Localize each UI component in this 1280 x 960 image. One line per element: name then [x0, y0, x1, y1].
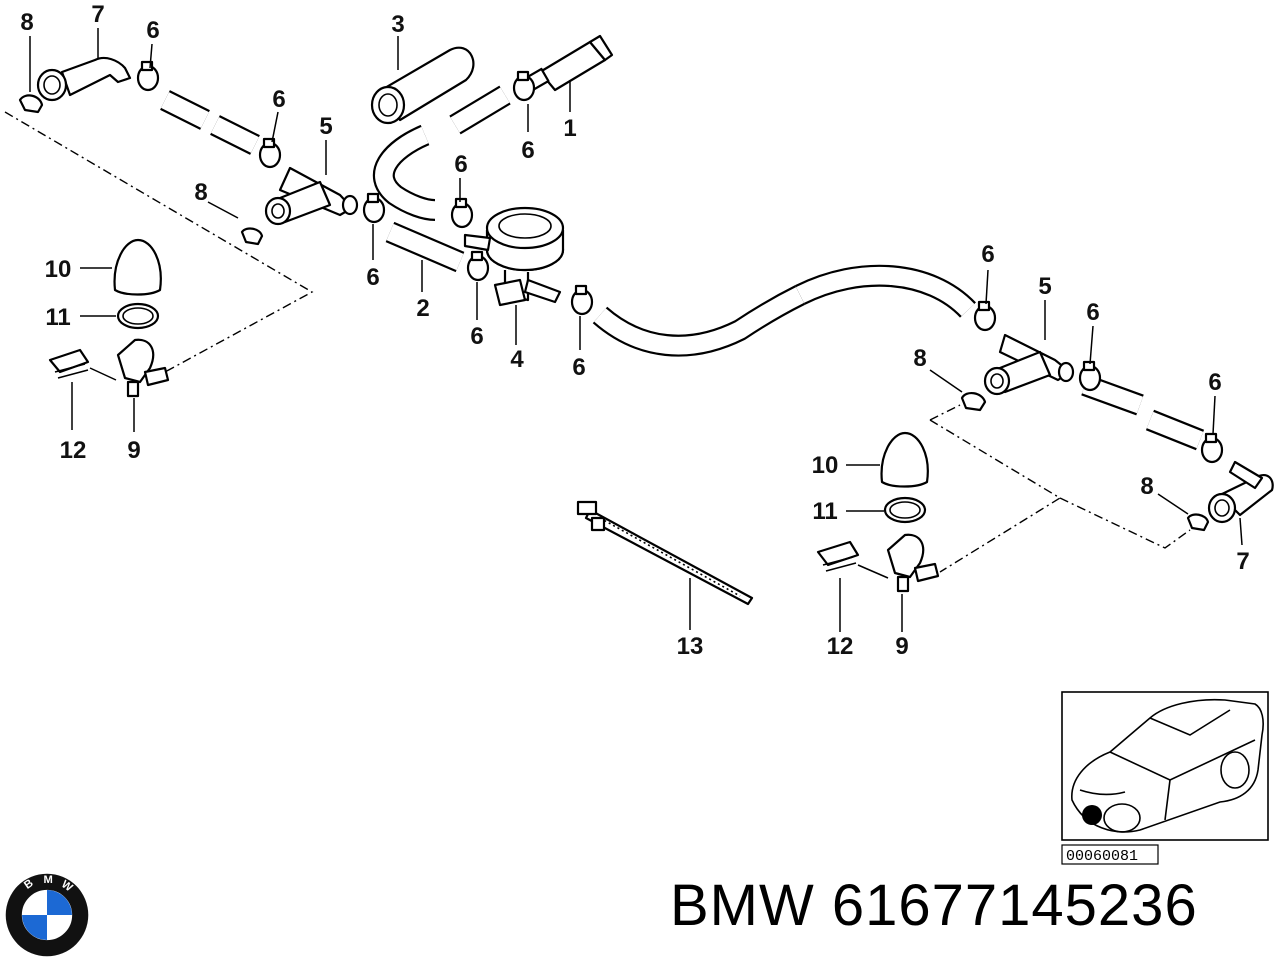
callout-8: 8	[20, 9, 33, 36]
clips-part-8	[18, 94, 1210, 532]
callout-11-left: 11	[45, 304, 70, 331]
callout-9-right: 9	[895, 633, 908, 660]
callout-6: 6	[366, 264, 379, 291]
connector-hose-right	[983, 350, 1052, 396]
callout-7-left: 7	[91, 1, 104, 28]
part-title: BMW 61677145236	[670, 872, 1198, 939]
hose-clamps-part-6	[136, 60, 1224, 464]
callout-2: 2	[416, 295, 429, 322]
diagram-code: 00060081	[1066, 848, 1138, 865]
nozzle-assembly-left	[48, 238, 170, 398]
elbow-part-7-right	[1207, 460, 1274, 524]
nozzle-assembly-right	[816, 431, 940, 593]
callout-8: 8	[1140, 473, 1153, 500]
leader-lines	[29, 28, 1243, 632]
callout-5-left: 5	[319, 113, 332, 140]
callout-numbers: 1 2 3 4 5 5 6 6 6 6 6 6 6 6 6 6 7 7 8 8 …	[20, 1, 1249, 660]
callout-1: 1	[563, 115, 576, 142]
cable-tie-part-13	[576, 500, 754, 606]
callout-6: 6	[470, 323, 483, 350]
svg-text:M: M	[44, 874, 53, 886]
assembly-dashed-lines	[4, 111, 1191, 573]
hose-lines	[160, 85, 1205, 451]
callout-6: 6	[572, 354, 585, 381]
callout-8: 8	[194, 179, 207, 206]
callout-7-right: 7	[1236, 548, 1249, 575]
part-number: 61677145236	[831, 873, 1198, 938]
callout-3: 3	[391, 11, 404, 38]
check-valve-part-4	[463, 206, 565, 307]
elbow-part-7-left	[36, 56, 132, 102]
callout-12-right: 12	[827, 633, 854, 660]
callout-8: 8	[913, 345, 926, 372]
brand-name: BMW	[670, 873, 815, 938]
callout-6: 6	[454, 151, 467, 178]
callout-6: 6	[981, 241, 994, 268]
callout-4: 4	[510, 346, 524, 373]
callout-12-left: 12	[60, 437, 87, 464]
bmw-logo-icon: B M W	[5, 873, 89, 957]
callout-11-right: 11	[812, 498, 837, 525]
callout-6: 6	[1086, 299, 1099, 326]
location-marker	[1082, 805, 1102, 825]
callout-10-left: 10	[45, 256, 72, 283]
protective-sleeve-part-3	[370, 46, 475, 125]
car-locator-inset: 00060081	[1061, 691, 1269, 865]
connector-part-1	[526, 34, 614, 92]
callout-13: 13	[677, 633, 704, 660]
callout-6: 6	[1208, 369, 1221, 396]
callout-10-right: 10	[812, 452, 839, 479]
callout-6: 6	[272, 86, 285, 113]
callout-5-right: 5	[1038, 273, 1051, 300]
connector-hose-left	[264, 180, 332, 226]
callout-6: 6	[521, 137, 534, 164]
callout-6: 6	[146, 17, 159, 44]
callout-9-left: 9	[127, 437, 140, 464]
